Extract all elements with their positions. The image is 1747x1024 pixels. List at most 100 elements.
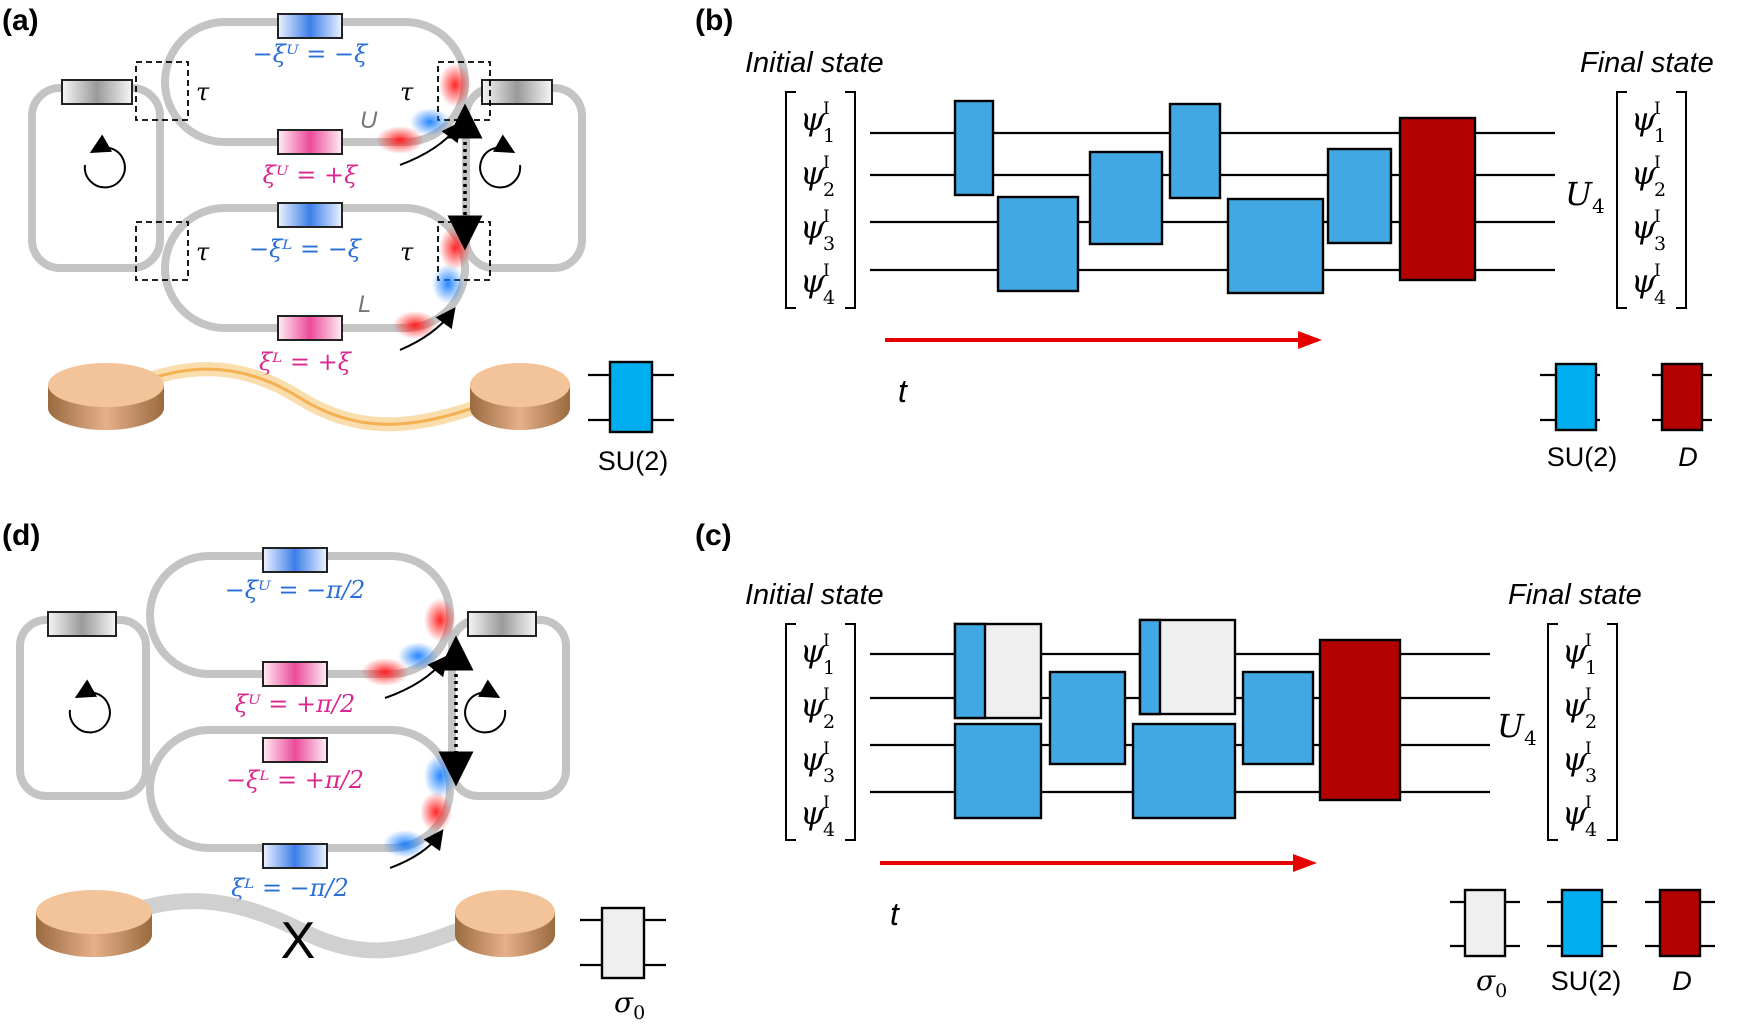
xi-l-top-label: −ξᴸ = −ξ [249, 235, 363, 263]
su2-gate [1326, 147, 1393, 245]
pulse-red [424, 598, 456, 642]
upper-bottom-heater [262, 661, 328, 687]
su2-gate [1048, 670, 1127, 766]
broken-coupling-wave [96, 893, 483, 959]
su2-gate [1168, 102, 1222, 200]
coupler-box-ll [135, 221, 189, 281]
svg-text:1: 1 [1585, 657, 1597, 679]
initial-state-bracket-right [845, 91, 856, 309]
pulse-blue [398, 642, 438, 670]
legend-d-gate [1660, 362, 1704, 432]
operator-label: U4 [1497, 707, 1537, 750]
legend-sigma0-label: σ0 [1476, 964, 1507, 1002]
svg-text:ψ: ψ [800, 632, 826, 670]
xi-l-bottom-label: ξᴸ = −π/2 [231, 874, 349, 902]
legend-su2-gate [608, 360, 654, 434]
svg-text:ψ: ψ [1631, 262, 1657, 300]
lower-bottom-heater [262, 843, 328, 869]
svg-text:2: 2 [1654, 179, 1666, 201]
tau-label-ul: τ [196, 78, 210, 106]
tau-label-ur: τ [400, 78, 414, 106]
svg-text:1: 1 [1654, 125, 1666, 147]
initial-state-bracket-left [785, 623, 796, 841]
svg-text:4: 4 [1654, 287, 1666, 309]
legend-d-label: D [1672, 966, 1692, 996]
ring-u-label: U [360, 107, 378, 134]
pulse-red [376, 126, 424, 154]
right-ring-heater [481, 79, 553, 105]
svg-text:ψ: ψ [1562, 686, 1588, 724]
svg-text:I: I [1585, 739, 1592, 759]
final-state-title: Final state [1508, 579, 1642, 611]
final-state-bracket-left [1616, 91, 1627, 309]
svg-text:I: I [1654, 207, 1661, 227]
legend-sigma0-label: σ0 [614, 986, 645, 1024]
svg-text:ψ: ψ [1631, 154, 1657, 192]
su2-gate [953, 99, 995, 197]
left-ring-heater [47, 611, 117, 637]
svg-text:I: I [823, 631, 830, 651]
pulse-red [393, 311, 437, 339]
svg-text:ψ: ψ [1631, 100, 1657, 138]
initial-state-entries: ψ I 1 ψ I 2 ψ I 3 ψ I 4 [800, 99, 835, 309]
svg-text:ψ: ψ [800, 794, 826, 832]
disk-right [455, 890, 555, 957]
svg-text:I: I [823, 153, 830, 173]
xi-u-top-label: −ξᵁ = −ξ [253, 40, 370, 68]
svg-text:ψ: ψ [800, 154, 826, 192]
svg-text:3: 3 [823, 233, 835, 255]
final-state-entries: ψ I 1 ψ I 2 ψ I 3 ψ I 4 [1631, 99, 1666, 309]
su2-gate [1131, 722, 1237, 820]
panel-d: (d) −ξᵁ = −π/2 ξᵁ = +π/2 −ξᴸ = +π/2 ξᴸ =… [2, 519, 666, 1024]
pulse-blue [410, 108, 450, 136]
svg-text:I: I [823, 261, 830, 281]
svg-text:I: I [1585, 793, 1592, 813]
time-arrow-head [1298, 331, 1322, 349]
circulation-arrow-left [83, 134, 126, 189]
xi-l-bottom-label: ξᴸ = +ξ [259, 348, 353, 376]
legend-su2-label: SU(2) [1551, 966, 1622, 996]
svg-text:ψ: ψ [800, 208, 826, 246]
pulse-red [439, 63, 471, 107]
upper-top-heater [262, 547, 328, 573]
svg-text:I: I [823, 739, 830, 759]
initial-state-bracket-right [845, 623, 856, 841]
time-arrow-head [1293, 854, 1317, 872]
svg-text:I: I [1585, 631, 1592, 651]
flow-arrow-lower [389, 829, 444, 869]
final-state-bracket-right [1676, 91, 1687, 309]
legend-su2-gate [1554, 362, 1598, 432]
svg-text:ψ: ψ [800, 262, 826, 300]
xi-l-top-label: −ξᴸ = +π/2 [226, 766, 364, 794]
su2-gate [953, 722, 1043, 820]
svg-text:I: I [1654, 261, 1661, 281]
panel-a-label: (a) [2, 4, 39, 37]
svg-text:I: I [823, 793, 830, 813]
svg-text:I: I [823, 207, 830, 227]
svg-text:I: I [1654, 153, 1661, 173]
svg-text:ψ: ψ [1562, 740, 1588, 778]
svg-text:4: 4 [823, 819, 835, 841]
time-label: t [890, 896, 900, 932]
initial-state-title: Initial state [745, 47, 884, 79]
svg-text:ψ: ψ [800, 686, 826, 724]
svg-text:ψ: ψ [1562, 632, 1588, 670]
su2-gate [996, 195, 1080, 293]
initial-state-bracket-left [785, 91, 796, 309]
pulse-red [439, 226, 471, 270]
pulse-red [361, 658, 409, 686]
legend-su2-label: SU(2) [1547, 442, 1618, 472]
panel-b: (b) Initial state Final state ψ I 1 ψ I … [695, 4, 1714, 472]
legend-su2-gate [1560, 888, 1604, 958]
initial-state-title: Initial state [745, 579, 884, 611]
panel-b-label: (b) [695, 4, 733, 37]
xi-u-bottom-label: ξᵁ = +π/2 [235, 690, 356, 718]
panel-c-label: (c) [695, 519, 732, 552]
svg-text:2: 2 [823, 179, 835, 201]
legend-sigma0-gate [1463, 888, 1507, 958]
circulation-arrow-right [464, 679, 507, 734]
svg-text:3: 3 [823, 765, 835, 787]
panel-c: (c) Initial state Final state ψ I 1 ψ I … [695, 519, 1715, 1002]
su2-gate [1088, 150, 1164, 246]
